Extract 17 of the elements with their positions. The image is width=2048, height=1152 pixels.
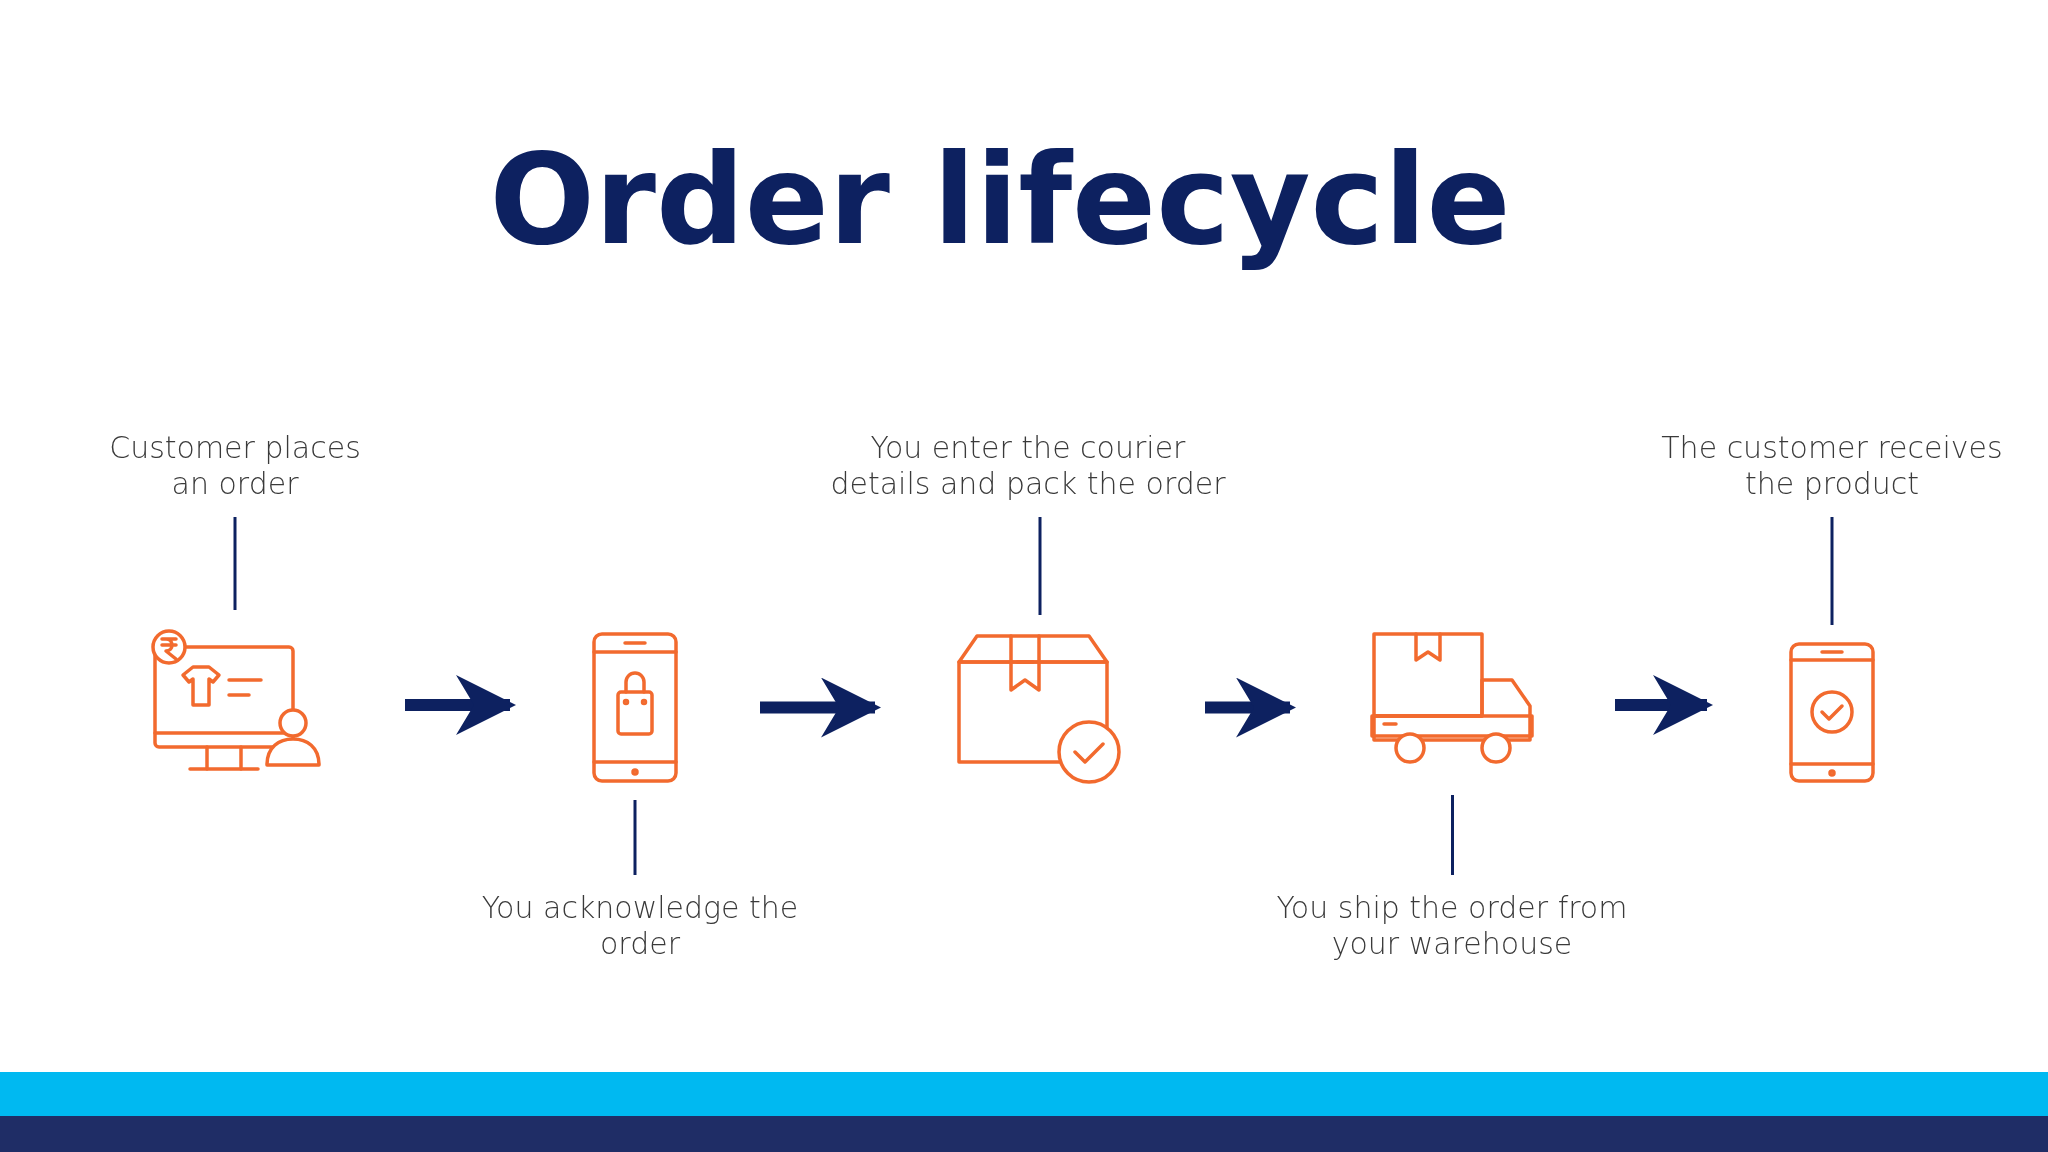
- step-caption: You ship the order from your warehouse: [1262, 890, 1642, 962]
- title: Order lifecycle: [488, 130, 1512, 270]
- step-caption: Customer places an order: [105, 430, 365, 502]
- step-caption: You enter the courier details and pack the order: [828, 430, 1228, 502]
- step-caption: The customer receives the product: [1647, 430, 2017, 502]
- step-caption: You acknowledge the order: [455, 890, 825, 962]
- arrow: [405, 675, 516, 735]
- leader-line: [233, 517, 237, 610]
- leader-line: [1830, 517, 1834, 625]
- leader-line: [1451, 795, 1454, 875]
- phone-icon: [590, 630, 680, 785]
- arrow: [1205, 677, 1296, 738]
- leader-line: [633, 800, 637, 875]
- leader-line: [1038, 517, 1042, 615]
- arrow: [760, 677, 881, 738]
- arrow: [1615, 675, 1713, 735]
- phone-icon: [1787, 640, 1877, 785]
